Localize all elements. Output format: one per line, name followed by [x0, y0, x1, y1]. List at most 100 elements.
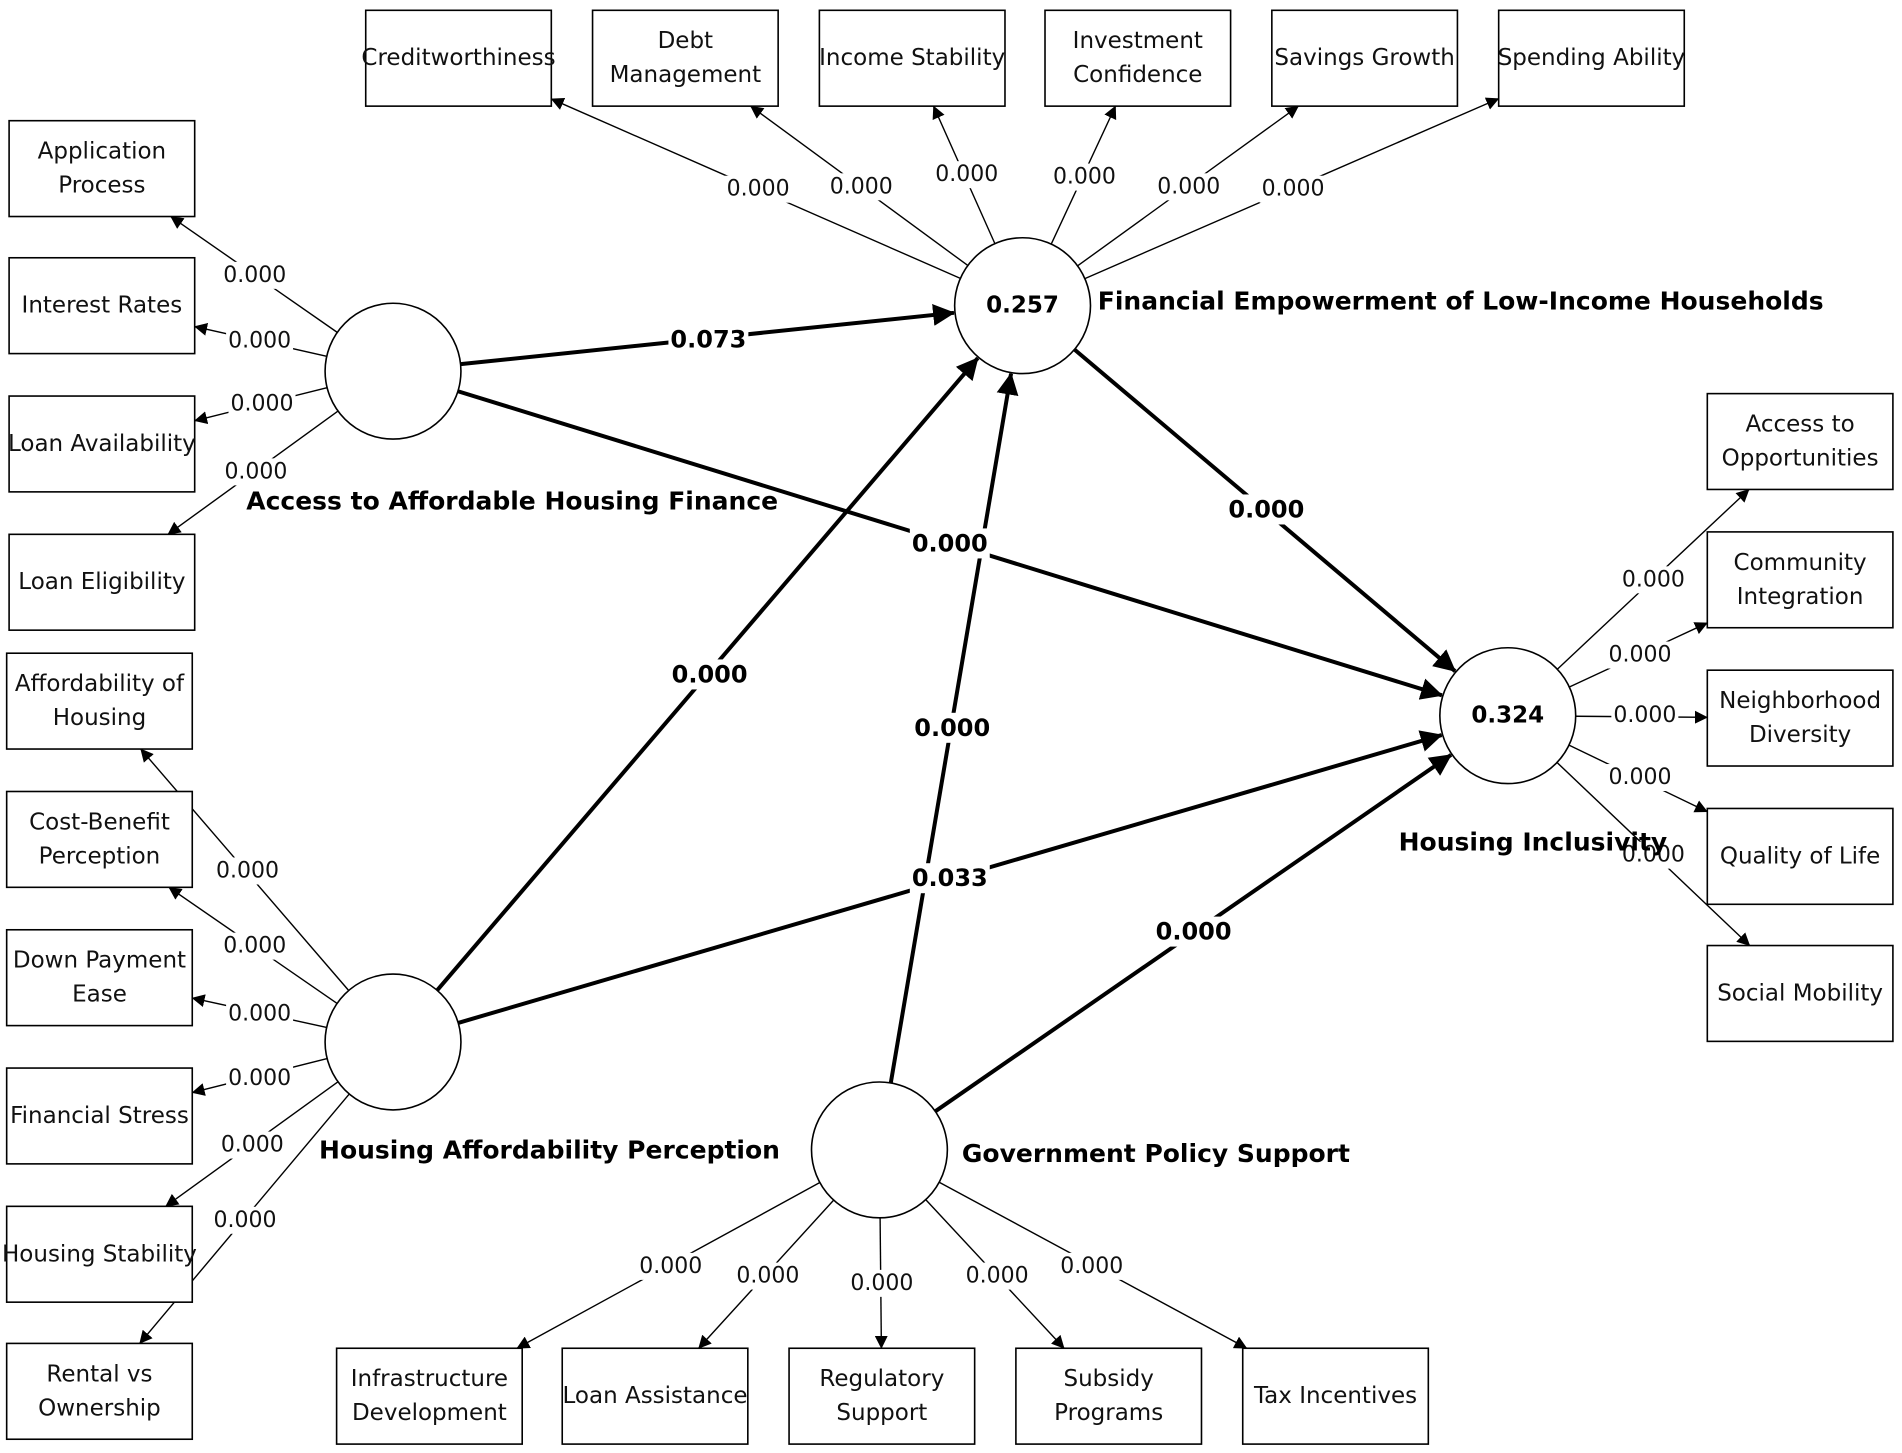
construct-circle — [953, 236, 1092, 375]
indicator-box — [5, 1342, 194, 1441]
indicator-label: Creditworthiness — [361, 45, 555, 71]
weight-subsidy-programs-group: 0.000 — [963, 1262, 1031, 1290]
weight-spending-ability: 0.000 — [1262, 177, 1325, 202]
weight-cost-benefit-perception: 0.000 — [223, 934, 286, 959]
indicator-box — [1271, 9, 1459, 107]
path-coefficient-hap-fin-bg — [669, 659, 750, 690]
indicator-box — [1706, 669, 1894, 767]
weight-spending-ability-group: 0.000 — [1259, 175, 1327, 203]
construct-hap — [324, 973, 462, 1111]
indicator-savings-growth: Savings Growth — [1271, 9, 1459, 107]
weight-community-integration-bg — [1606, 641, 1674, 669]
weight-loan-eligibility-group: 0.000 — [222, 458, 290, 486]
indicator-box — [5, 652, 194, 750]
path-coefficient-access-incl-bg — [909, 528, 990, 559]
weight-debt-management-bg — [827, 173, 895, 201]
weight-investment-confidence: 0.000 — [1053, 165, 1116, 190]
indicator-box — [8, 395, 196, 493]
weight-access-to-opportunities: 0.000 — [1622, 567, 1685, 592]
path-coefficient-fin-incl: 0.000 — [1228, 495, 1304, 523]
indicator-box — [1015, 1347, 1203, 1445]
weight-rental-vs-ownership-group: 0.000 — [211, 1206, 279, 1234]
indicator-label-line: Support — [836, 1400, 927, 1426]
weight-application-process-group: 0.000 — [221, 261, 289, 289]
weight-neighborhood-diversity: 0.000 — [1613, 703, 1676, 728]
weight-loan-availability-bg — [228, 390, 296, 418]
indicator-spending-ability: Spending Ability — [1497, 9, 1686, 107]
indicator-box — [1706, 392, 1894, 491]
indicator-box — [364, 9, 553, 107]
indicator-label: Tax Incentives — [1253, 1383, 1417, 1409]
weight-debt-management: 0.000 — [830, 174, 893, 199]
weight-savings-growth: 0.000 — [1157, 174, 1220, 199]
r-squared-value: 0.257 — [986, 293, 1059, 319]
weight-application-process: 0.000 — [223, 263, 286, 288]
construct-circle — [810, 1081, 949, 1219]
indicator-box — [1706, 944, 1894, 1043]
indicator-label: Loan Assistance — [563, 1383, 748, 1409]
indicator-box — [1497, 9, 1686, 107]
indicator-label-line: Application — [38, 139, 167, 165]
indicator-loan-availability: Loan Availability — [8, 395, 196, 493]
weight-loan-assistance-group: 0.000 — [734, 1262, 802, 1290]
weight-creditworthiness-group: 0.000 — [724, 175, 792, 203]
weight-loan-eligibility: 0.000 — [224, 459, 287, 484]
indicator-box — [5, 1067, 194, 1165]
weight-housing-stability-group: 0.000 — [218, 1131, 286, 1159]
path-coefficient-access-fin: 0.073 — [670, 326, 746, 354]
path-coefficient-access-incl: 0.000 — [912, 529, 988, 557]
indicator-label: Financial Stress — [10, 1103, 189, 1129]
path-coefficient-gov-incl: 0.000 — [1156, 918, 1232, 946]
construct-name: Access to Affordable Housing Finance — [246, 486, 778, 515]
indicator-box — [8, 533, 196, 631]
indicator-label-line: Diversity — [1749, 722, 1851, 748]
weight-housing-stability-bg — [218, 1131, 286, 1159]
indicator-label-line: Debt — [658, 28, 713, 54]
indicator-box — [561, 1347, 749, 1445]
weight-access-to-opportunities-group: 0.000 — [1619, 566, 1687, 594]
weight-affordability-of-housing-bg — [213, 857, 281, 885]
indicator-box — [1706, 531, 1894, 629]
indicator-label-line: Regulatory — [819, 1366, 944, 1392]
construct-name: Financial Empowerment of Low-Income Hous… — [1098, 286, 1824, 315]
indicator-label-line: Ownership — [38, 1395, 161, 1421]
weight-interest-rates-group: 0.000 — [226, 327, 294, 355]
weight-affordability-of-housing-group: 0.000 — [213, 857, 281, 885]
weight-subsidy-programs-bg — [963, 1262, 1031, 1290]
weight-cost-benefit-perception-group: 0.000 — [221, 932, 289, 960]
indicator-label-line: Development — [352, 1400, 507, 1426]
indicator-label: Income Stability — [819, 45, 1005, 71]
weight-loan-eligibility-bg — [222, 458, 290, 486]
weight-rental-vs-ownership: 0.000 — [214, 1208, 277, 1233]
weight-spending-ability-bg — [1259, 175, 1327, 203]
indicator-label: Loan Availability — [8, 431, 196, 457]
indicator-box — [788, 1347, 976, 1445]
path-coefficient-hap-incl-bg — [909, 863, 990, 894]
indicator-label-line: Perception — [39, 843, 161, 869]
path-coefficient-fin-incl-bg — [1226, 494, 1307, 525]
indicator-label-line: Confidence — [1073, 62, 1202, 88]
indicator-box — [335, 1347, 524, 1445]
indicator-box — [818, 9, 1006, 107]
weight-social-mobility: 0.000 — [1622, 843, 1685, 868]
weight-social-mobility-group: 0.000 — [1619, 841, 1687, 869]
weight-financial-stress-group: 0.000 — [226, 1064, 294, 1092]
indicator-box — [591, 9, 779, 107]
weight-quality-of-life-group: 0.000 — [1606, 764, 1674, 792]
indicator-label-line: Down Payment — [13, 948, 186, 974]
construct-name: Housing Inclusivity — [1399, 827, 1668, 856]
weight-tax-incentives: 0.000 — [1060, 1254, 1123, 1279]
